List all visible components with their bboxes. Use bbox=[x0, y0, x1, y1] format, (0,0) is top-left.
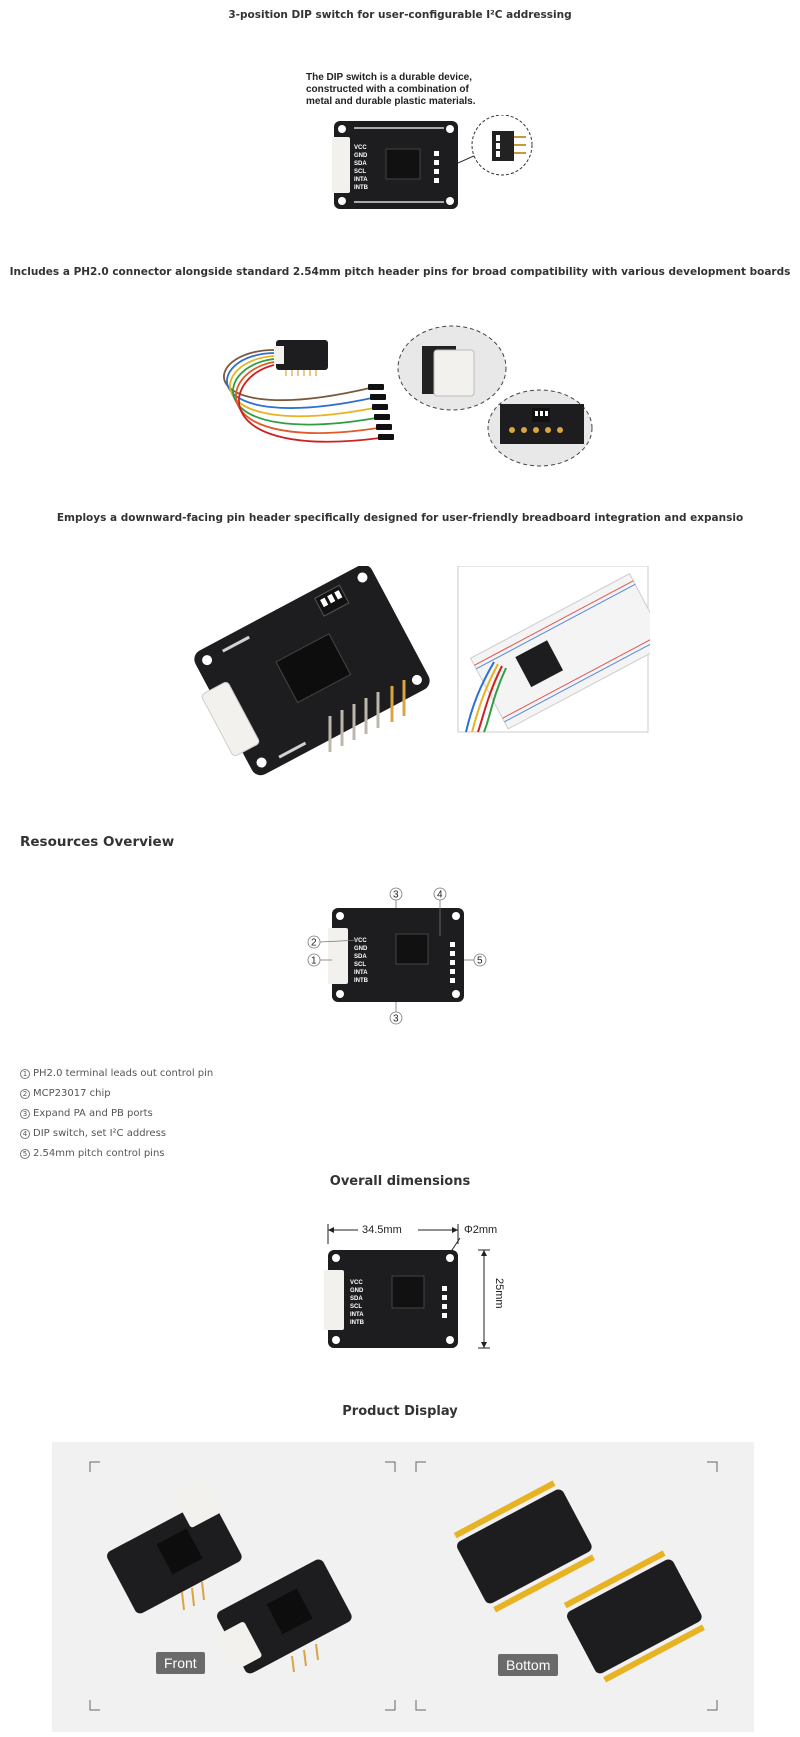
dip-board-illustration: VCC GND SDA SCL INTA INTB bbox=[332, 115, 533, 209]
breadboard-illustration bbox=[194, 566, 650, 776]
list-text: Expand PA and PB ports bbox=[33, 1108, 153, 1119]
connector-illustration bbox=[223, 325, 593, 467]
resources-title: Resources Overview bbox=[20, 834, 175, 850]
list-text: 2.54mm pitch control pins bbox=[33, 1148, 165, 1159]
pcb-label: SDA bbox=[354, 161, 367, 167]
product-photos bbox=[89, 1461, 718, 1711]
dip-caption: The DIP switch is a durable device, cons… bbox=[306, 72, 476, 108]
pcb-label: SCL bbox=[350, 1304, 362, 1310]
list-number: 4 bbox=[20, 1129, 30, 1139]
dimensions-illustration: 34.5mm Φ2mm 25mm VCC GND SDA SCL INTA IN… bbox=[324, 1222, 505, 1349]
width-dimension: 34.5mm bbox=[362, 1224, 402, 1236]
callout-number: 3 bbox=[393, 890, 399, 901]
pcb-board-bottom bbox=[457, 1489, 592, 1604]
ph20-connector bbox=[201, 681, 260, 757]
callout-number: 2 bbox=[311, 938, 317, 949]
pcb-label: VCC bbox=[350, 1280, 363, 1286]
list-number: 5 bbox=[20, 1149, 30, 1159]
ph20-connector bbox=[433, 349, 475, 397]
resources-board-illustration: VCC GND SDA SCL INTA INTB 3 4 2 1 5 3 bbox=[307, 887, 487, 1025]
list-text: PH2.0 terminal leads out control pin bbox=[33, 1068, 214, 1079]
hole-dimension: Φ2mm bbox=[464, 1224, 497, 1236]
pcb-label: SDA bbox=[354, 954, 367, 960]
pcb-label: GND bbox=[350, 1288, 364, 1294]
dip-caption-line: constructed with a combination of bbox=[306, 84, 469, 95]
list-number: 2 bbox=[20, 1089, 30, 1099]
callout-number: 3 bbox=[393, 1014, 399, 1025]
callout-number: 1 bbox=[311, 956, 317, 967]
dip-caption-line: metal and durable plastic materials. bbox=[306, 96, 476, 107]
height-dimension: 25mm bbox=[493, 1278, 505, 1309]
callout-number: 5 bbox=[477, 956, 483, 967]
pcb-board bbox=[276, 340, 328, 370]
dip-heading: 3-position DIP switch for user-configura… bbox=[228, 9, 572, 21]
bottom-badge: Bottom bbox=[498, 1654, 559, 1676]
pcb-label: GND bbox=[354, 946, 368, 952]
pcb-board-bottom bbox=[567, 1559, 702, 1674]
list-number: 1 bbox=[20, 1069, 30, 1079]
callout-number: 4 bbox=[437, 890, 443, 901]
pcb-label: VCC bbox=[354, 938, 367, 944]
front-badge: Front bbox=[156, 1652, 205, 1674]
photo-frame-corners bbox=[89, 1461, 718, 1711]
pcb-label: INTA bbox=[354, 970, 368, 976]
pcb-label: GND bbox=[354, 153, 368, 159]
pcb-label: INTB bbox=[350, 1320, 365, 1326]
product-title: Product Display bbox=[342, 1404, 458, 1419]
pcb-label: INTA bbox=[350, 1312, 364, 1318]
pcb-label: INTA bbox=[354, 177, 368, 183]
pcb-label: INTB bbox=[354, 185, 369, 191]
pcb-label: VCC bbox=[354, 145, 367, 151]
product-display-panel: Front Bottom bbox=[52, 1442, 754, 1732]
pcb-label: INTB bbox=[354, 978, 369, 984]
connector-heading: Includes a PH2.0 connector alongside sta… bbox=[9, 266, 791, 278]
dip-switch bbox=[492, 131, 514, 161]
dimensions-title: Overall dimensions bbox=[329, 1174, 471, 1189]
pcb-label: SDA bbox=[350, 1296, 363, 1302]
pcb-label: SCL bbox=[354, 169, 366, 175]
list-text: DIP switch, set I²C address bbox=[33, 1128, 167, 1139]
list-text: MCP23017 chip bbox=[33, 1088, 111, 1099]
list-number: 3 bbox=[20, 1109, 30, 1119]
pcb-label: SCL bbox=[354, 962, 366, 968]
ph20-connector bbox=[332, 137, 350, 193]
dip-caption-line: The DIP switch is a durable device, bbox=[306, 72, 472, 83]
breadboard-heading: Employs a downward-facing pin header spe… bbox=[56, 512, 744, 524]
